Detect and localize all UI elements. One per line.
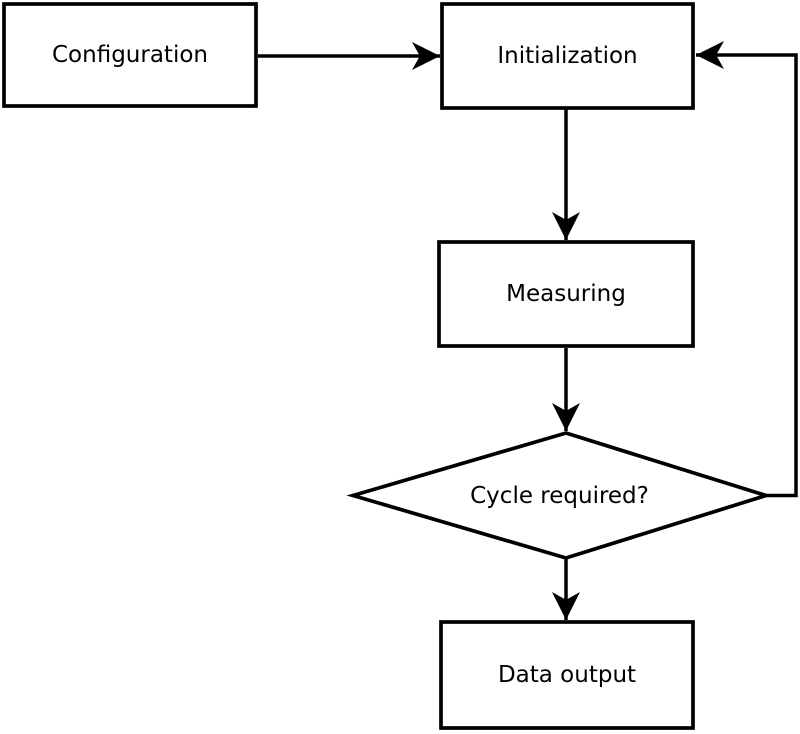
edge-decision-feedback-to-initialization (696, 41, 798, 498)
measuring-box (437, 240, 695, 348)
initialization-box (440, 2, 695, 110)
cycle-required-diamond (346, 431, 773, 560)
data-output-box (439, 620, 695, 730)
configuration-box (2, 2, 258, 108)
